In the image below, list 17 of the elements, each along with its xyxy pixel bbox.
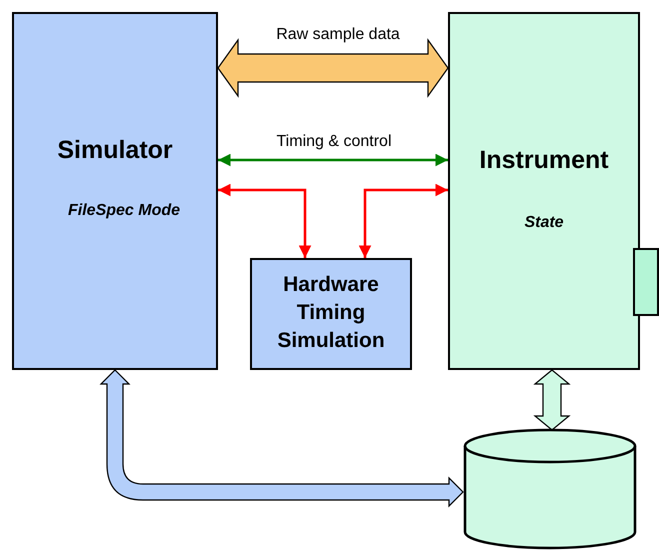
node-subtitle: State — [523, 214, 565, 232]
simulator-box — [12, 12, 218, 370]
arrow — [358, 184, 448, 258]
port-box — [633, 248, 659, 316]
arrow — [218, 184, 312, 258]
block-arrow — [533, 369, 571, 431]
process-box — [250, 258, 412, 370]
node-subtitle: FileSpec Mode — [68, 202, 182, 220]
database-cylinder — [463, 428, 637, 550]
node-title: Simulator — [56, 136, 174, 165]
node-title: Instrument — [478, 146, 610, 175]
edge-label: Timing & control — [274, 133, 394, 151]
block-arrow — [217, 38, 449, 98]
arrow — [218, 154, 448, 166]
node-title: Hardware Timing Simulation — [276, 272, 386, 354]
instrument-box — [448, 12, 640, 370]
block-arrow — [100, 369, 464, 507]
